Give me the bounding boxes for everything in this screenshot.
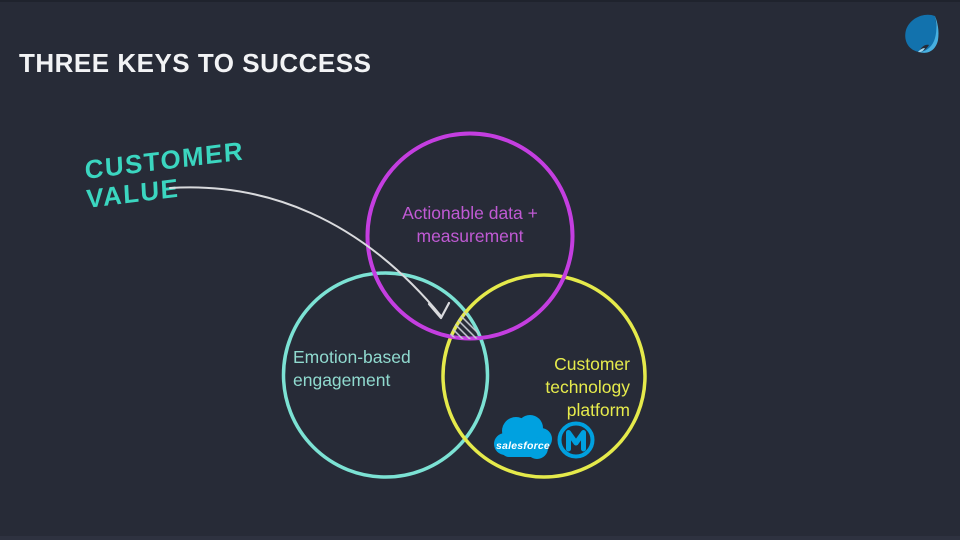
capgemini-spade-icon bbox=[905, 14, 939, 53]
bottom-edge-strip bbox=[0, 536, 960, 540]
capgemini-logo bbox=[898, 8, 946, 56]
venn-circle-technology bbox=[441, 273, 647, 479]
spade-highlight bbox=[918, 48, 925, 53]
venn-label-customer-technology: Customer technology platform bbox=[545, 354, 630, 420]
salesforce-wordmark: salesforce bbox=[496, 440, 550, 452]
venn-label-emotion-engagement: Emotion-based engagement bbox=[293, 347, 411, 390]
customer-value-arrowhead-icon bbox=[427, 301, 451, 320]
mulesoft-m-icon bbox=[557, 421, 595, 459]
spade-body bbox=[905, 14, 938, 53]
salesforce-cloud-icon bbox=[494, 415, 552, 459]
salesforce-logo: salesforce bbox=[493, 414, 553, 464]
venn-circle-emotion bbox=[281, 271, 490, 479]
top-edge-strip bbox=[0, 0, 960, 2]
spade-swoosh bbox=[919, 16, 939, 53]
venn-label-actionable-data: Actionable data + measurement bbox=[402, 203, 538, 246]
venn-overlap-hatch bbox=[449, 311, 481, 340]
mulesoft-logo bbox=[556, 418, 598, 464]
page-title: THREE KEYS TO SUCCESS bbox=[19, 48, 372, 78]
customer-value-arrow bbox=[169, 186, 442, 317]
